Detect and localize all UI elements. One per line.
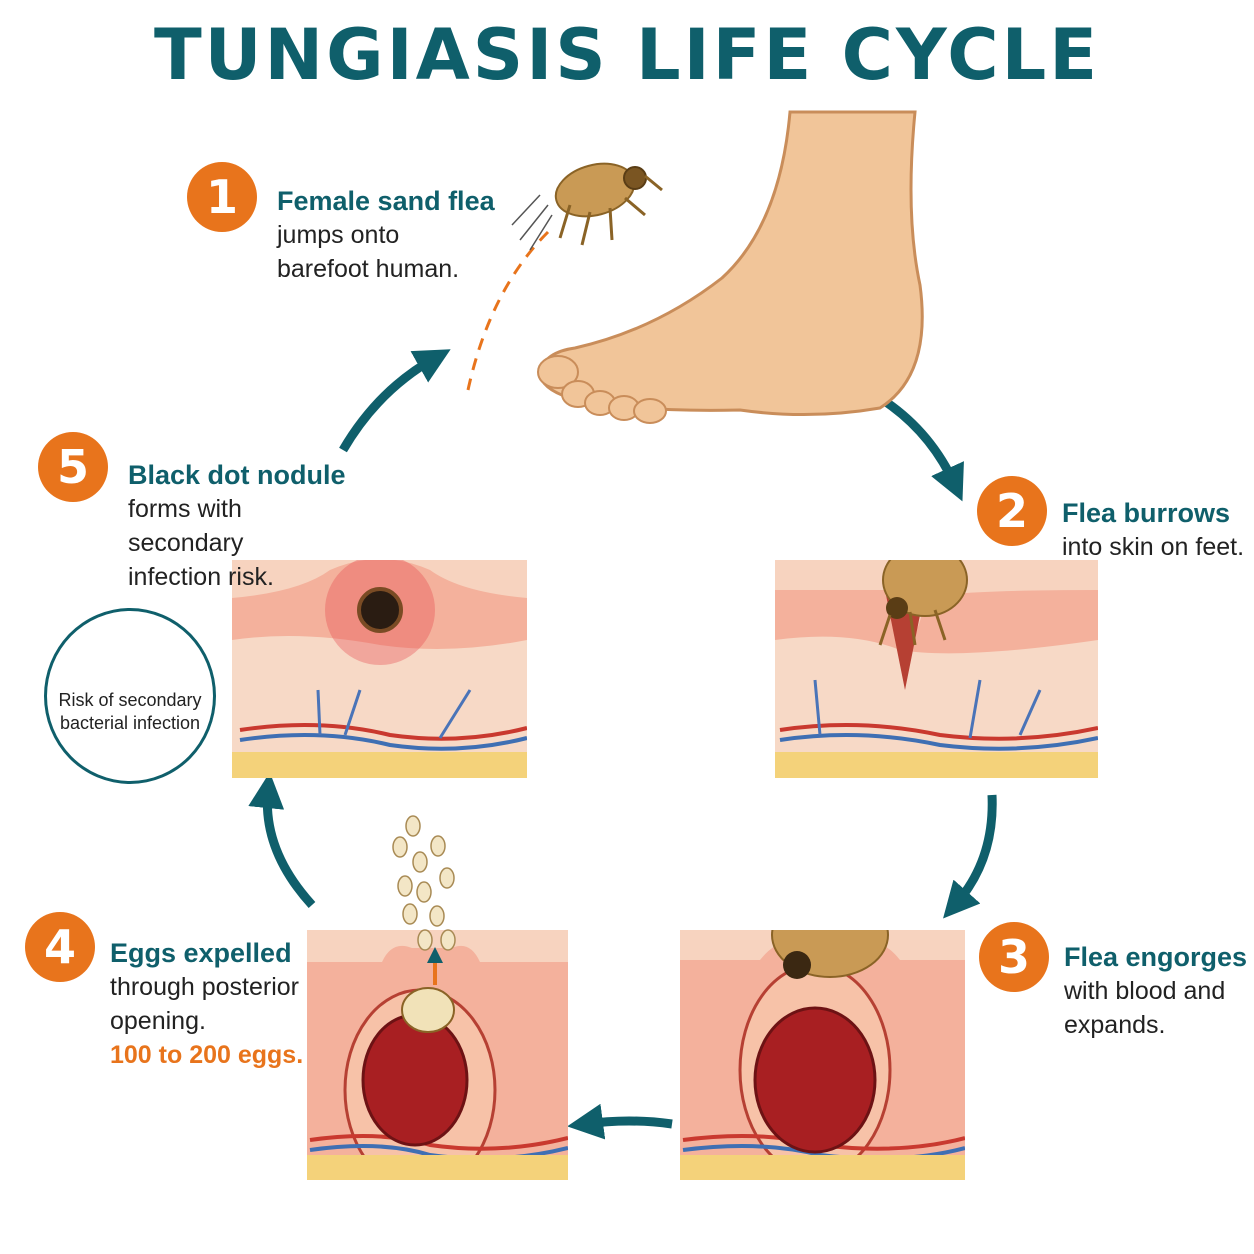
panel-flea-engorges <box>680 893 965 1180</box>
step-3-caption: Flea engorges with blood and expands. <box>1064 940 1247 1042</box>
step-2-heading: Flea burrows <box>1062 496 1244 530</box>
step-2-caption: Flea burrows into skin on feet. <box>1062 496 1244 564</box>
step-1-heading: Female sand flea <box>277 184 495 218</box>
step-5-line-2: secondary <box>128 526 346 560</box>
panel-flea-burrows <box>775 544 1098 778</box>
step-4-line-1: through posterior <box>110 970 303 1004</box>
panel-eggs-expelled <box>307 930 568 1190</box>
step-1-line-1: jumps onto <box>277 218 495 252</box>
cycle-arrow-3-to-4 <box>585 1121 672 1124</box>
cycle-arrow-4-to-5 <box>267 790 312 905</box>
step-3-line-1: with blood and <box>1064 974 1247 1008</box>
step-4-heading: Eggs expelled <box>110 936 303 970</box>
jumping-flea-illustration <box>550 155 662 245</box>
step-5-line-3: infection risk. <box>128 560 346 594</box>
cycle-arrow-2-to-3 <box>955 795 992 905</box>
step-1-line-2: barefoot human. <box>277 252 495 286</box>
step-5-line-1: forms with <box>128 492 346 526</box>
step-1-caption: Female sand flea jumps onto barefoot hum… <box>277 184 495 286</box>
step-3-badge: 3 <box>979 922 1049 992</box>
step-4-line-2: opening. <box>110 1004 303 1038</box>
risk-badge: Risk of secondary bacterial infection <box>44 608 216 784</box>
step-4-badge: 4 <box>25 912 95 982</box>
step-3-heading: Flea engorges <box>1064 940 1247 974</box>
risk-badge-line-2: bacterial infection <box>47 712 213 735</box>
step-5-badge: 5 <box>38 432 108 502</box>
cycle-arrow-1-to-2 <box>880 398 955 485</box>
step-2-line-1: into skin on feet. <box>1062 530 1244 564</box>
cycle-arrow-5-to-1 <box>343 358 435 450</box>
step-5-heading: Black dot nodule <box>128 458 346 492</box>
step-5-caption: Black dot nodule forms with secondary in… <box>128 458 346 594</box>
step-2-badge: 2 <box>977 476 1047 546</box>
step-4-caption: Eggs expelled through posterior opening.… <box>110 936 303 1072</box>
expelled-eggs <box>393 816 455 950</box>
risk-badge-line-1: Risk of secondary <box>47 689 213 712</box>
bare-foot-illustration <box>538 112 922 423</box>
step-3-line-2: expands. <box>1064 1008 1247 1042</box>
step-4-egg-count: 100 to 200 eggs. <box>110 1038 303 1072</box>
step-1-badge: 1 <box>187 162 257 232</box>
